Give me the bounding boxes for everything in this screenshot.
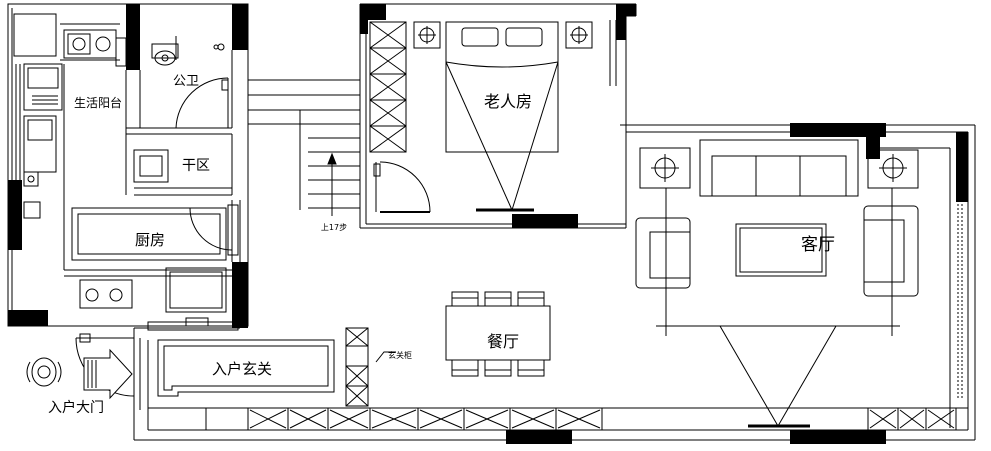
dry-area-label: 干区 (182, 158, 210, 174)
public-wc (115, 36, 233, 196)
stairs (248, 79, 360, 216)
stairs-up-label: 上17步 (321, 223, 347, 232)
utility-balcony-label: 生活阳台 (74, 95, 122, 110)
bedroom-fixtures (369, 20, 617, 213)
kitchen-fixtures (64, 200, 241, 313)
living-room-label: 客厅 (801, 235, 835, 255)
kitchen-label: 厨房 (135, 231, 165, 249)
foyer-cabinet-label: 玄关柜 (388, 350, 412, 360)
bottom-cabinets (148, 407, 968, 431)
dining-room-label: 餐厅 (487, 332, 519, 351)
utility-balcony (13, 13, 120, 270)
living-room-fixtures (635, 139, 963, 428)
main-door-label: 入户大门 (48, 399, 104, 416)
entry-arrow-icon (83, 348, 133, 400)
outer-walls (7, 3, 976, 441)
entry-foyer-label: 入户玄关 (212, 360, 272, 378)
public-wc-label: 公卫 (173, 74, 199, 89)
entry-foyer-fixtures (75, 317, 396, 410)
dining-fixtures (445, 291, 551, 377)
wall-columns (8, 4, 968, 444)
person-icon (26, 357, 62, 387)
elderly-bedroom-label: 老人房 (484, 92, 532, 111)
